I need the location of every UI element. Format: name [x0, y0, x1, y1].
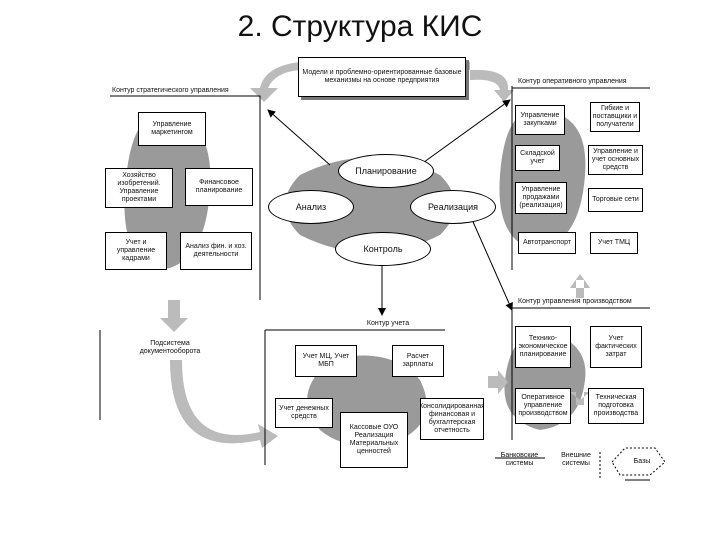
accounting-realization-box: Кассовые ОУО Реализация Материальных цен…: [340, 412, 408, 468]
accounting-contour-label: Контур учета: [366, 320, 410, 327]
analysis-ellipse: Анализ: [268, 190, 354, 224]
planning-ellipse: Планирование: [338, 154, 434, 188]
production-contour-label: Контур управления производством: [518, 298, 632, 305]
grey-arrow-down-right: [570, 392, 590, 405]
production-operative-box: Оперативное управление производством: [515, 388, 571, 424]
production-planning-box: Технико-экономическое планирование: [515, 326, 571, 368]
control-ellipse: Контроль: [335, 232, 431, 266]
strategic-marketing-box: Управление маркетингом: [138, 112, 206, 146]
strategic-analysis-box: Анализ фин. и хоз. деятельности: [180, 232, 252, 270]
operative-trade-box: Торговые сети: [588, 188, 643, 212]
grey-arrow-down-left: [160, 300, 188, 332]
grey-arrow-curve-bottom: [170, 360, 278, 448]
base-label: Базы: [633, 458, 651, 465]
arrow-to-operative: [419, 99, 511, 166]
document-subsystem-label: Подсистема документооборота: [139, 340, 201, 355]
operative-suppliers-box: Гибкие и поставщики и получатели: [590, 102, 640, 132]
strategic-contour-line: [110, 95, 261, 300]
grey-arrow-right-mid: [488, 370, 508, 394]
page-title: 2. Структура КИС: [237, 10, 483, 43]
operative-tmc-box: Учет ТМЦ: [590, 232, 638, 254]
strategic-contour-label: Контур стратегического управления: [112, 87, 229, 94]
arrow-to-production: [469, 214, 513, 311]
accounting-salary-box: Расчет зарплаты: [392, 345, 444, 377]
grey-arrow-top-right: [470, 69, 514, 102]
operative-contour-line: [511, 86, 650, 89]
operative-warehouse-box: Складской учет: [515, 145, 560, 171]
strategic-finance-box: Финансовое планирование: [185, 168, 253, 206]
grey-arrow-up-right: [570, 274, 590, 288]
arrow-to-strategic: [267, 109, 331, 166]
accounting-cash-box: Учет денежных средств: [275, 398, 333, 428]
accounting-mc-box: Учет МЦ, Учет МБП: [295, 345, 357, 377]
top-models-box: Модели и проблемно-ориентированные базов…: [298, 57, 466, 97]
production-tech-box: Техническая подготовка производства: [588, 388, 644, 424]
external-systems-label: Внешние системы: [561, 452, 591, 467]
operative-transport-box: Автотранспорт: [518, 232, 576, 254]
operative-purchases-box: Управление закупками: [515, 105, 565, 135]
operative-sales-box: Управление продажами (реализация): [515, 182, 567, 214]
strategic-personnel-box: Учет и управление кадрами: [105, 232, 167, 270]
strategic-projects-box: Хозяйство изобретений. Управление проект…: [105, 168, 173, 208]
realization-ellipse: Реализация: [410, 190, 496, 224]
production-costs-box: Учет фактических затрат: [590, 326, 642, 368]
base-dashed-shape: [611, 447, 666, 476]
accounting-reporting-box: Консолидированная финансовая и бухгалтер…: [420, 398, 484, 440]
bank-systems-label: Банковские системы: [500, 452, 539, 467]
operative-fixed-assets-box: Управление и учет основных средств: [588, 145, 643, 175]
operative-contour-label: Контур оперативного управления: [518, 78, 627, 85]
